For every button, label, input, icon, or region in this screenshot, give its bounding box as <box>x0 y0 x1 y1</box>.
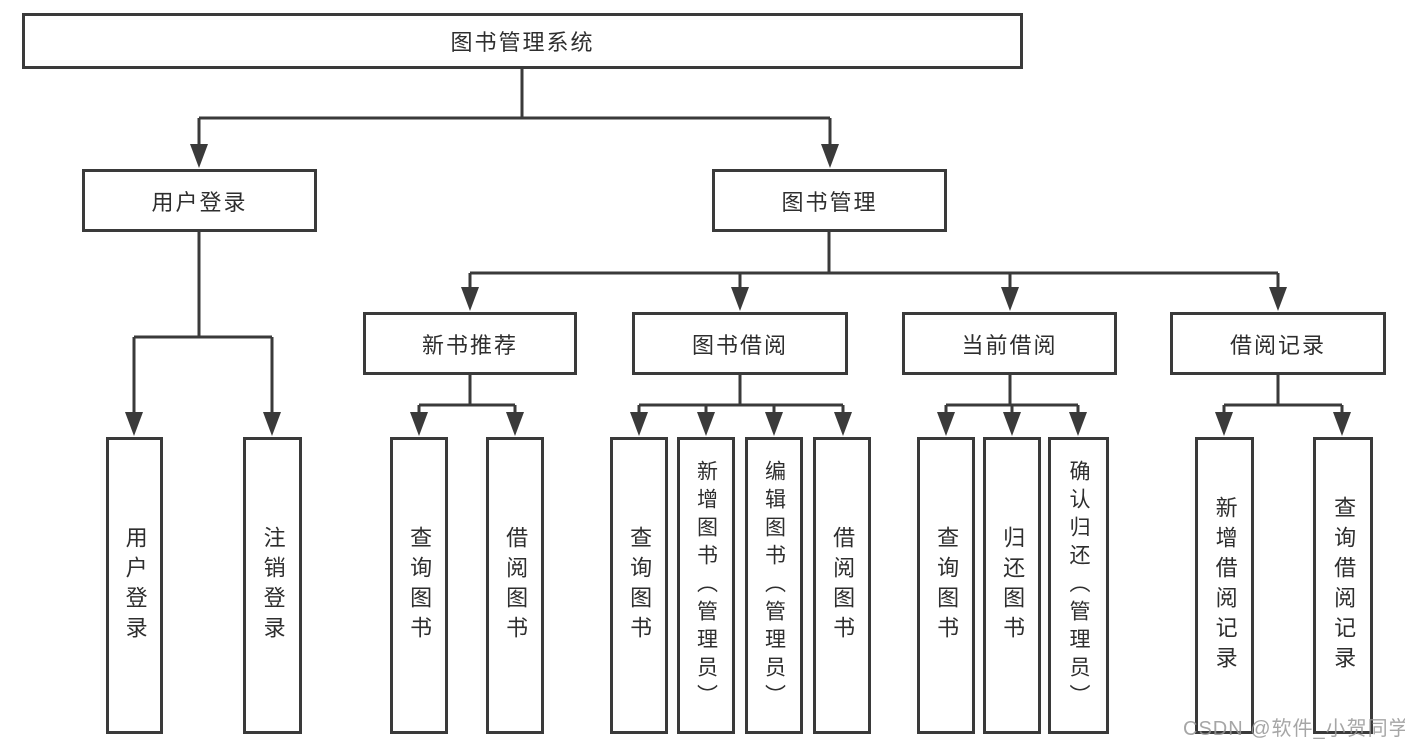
leaf-bb-add-books-admin: 新增图书（管理员） <box>677 437 735 734</box>
leaf-cb-query-books-label: 查询图书 <box>934 525 960 646</box>
leaf-cb-return-books-label: 归还图书 <box>1000 525 1026 646</box>
leaf-bb-edit-books-admin-label: 编辑图书（管理员） <box>762 459 786 712</box>
leaf-cb-query-books: 查询图书 <box>917 437 975 734</box>
node-book-borrow-label: 图书借阅 <box>691 332 788 358</box>
leaf-bb-query-books: 查询图书 <box>610 437 668 734</box>
leaf-nb-query-books: 查询图书 <box>390 437 448 734</box>
leaf-br-add-record: 新增借阅记录 <box>1195 437 1254 734</box>
node-book-management-label: 图书管理 <box>781 189 878 215</box>
node-current-borrow: 当前借阅 <box>902 312 1117 375</box>
leaf-bb-edit-books-admin: 编辑图书（管理员） <box>745 437 803 734</box>
leaf-logout-label: 注销登录 <box>260 525 286 646</box>
leaf-nb-borrow-books-label: 借阅图书 <box>503 525 529 646</box>
leaf-bb-query-books-label: 查询图书 <box>627 525 653 646</box>
node-book-management: 图书管理 <box>712 169 947 232</box>
node-new-book-recommend: 新书推荐 <box>363 312 577 375</box>
csdn-watermark: CSDN @软件_小贺同学 <box>1183 718 1405 740</box>
leaf-br-query-record-label: 查询借阅记录 <box>1331 495 1357 676</box>
node-user-login: 用户登录 <box>82 169 317 232</box>
leaf-logout: 注销登录 <box>243 437 302 734</box>
leaf-bb-borrow-books: 借阅图书 <box>813 437 871 734</box>
arrowheads <box>125 144 1351 436</box>
leaf-bb-add-books-admin-label: 新增图书（管理员） <box>694 459 718 712</box>
leaf-br-query-record: 查询借阅记录 <box>1313 437 1373 734</box>
node-current-borrow-label: 当前借阅 <box>961 332 1058 358</box>
leaf-user-login-label: 用户登录 <box>122 525 148 646</box>
leaf-cb-return-books: 归还图书 <box>983 437 1041 734</box>
leaf-cb-confirm-return-admin: 确认归还（管理员） <box>1048 437 1109 734</box>
node-borrow-records: 借阅记录 <box>1170 312 1386 375</box>
leaf-cb-confirm-return-admin-label: 确认归还（管理员） <box>1067 459 1091 712</box>
node-new-book-recommend-label: 新书推荐 <box>421 332 518 358</box>
leaf-bb-borrow-books-label: 借阅图书 <box>830 525 856 646</box>
leaf-nb-borrow-books: 借阅图书 <box>486 437 544 734</box>
leaf-nb-query-books-label: 查询图书 <box>407 525 433 646</box>
leaf-br-add-record-label: 新增借阅记录 <box>1212 495 1238 676</box>
node-borrow-records-label: 借阅记录 <box>1229 332 1326 358</box>
node-root-label: 图书管理系统 <box>450 30 595 55</box>
node-user-login-label: 用户登录 <box>151 189 248 215</box>
leaf-user-login: 用户登录 <box>106 437 163 734</box>
node-root: 图书管理系统 <box>22 13 1023 69</box>
node-book-borrow: 图书借阅 <box>632 312 848 375</box>
